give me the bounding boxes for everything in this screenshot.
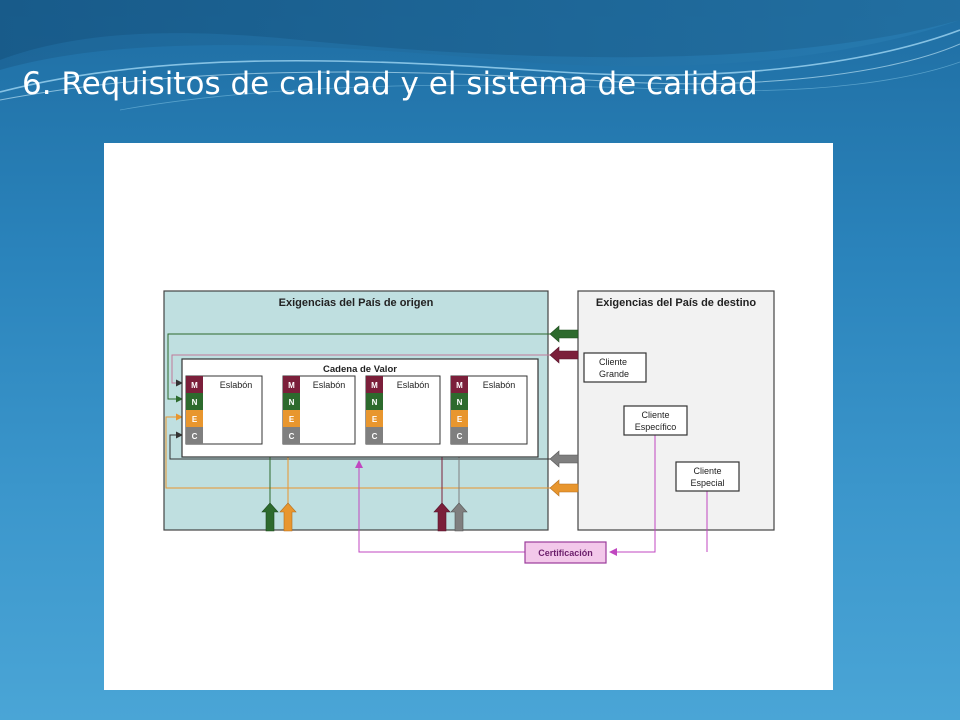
layer-c-letter: C — [372, 432, 378, 441]
client-box — [623, 405, 688, 436]
client-especial-box: Cliente Especial — [675, 461, 740, 492]
layer-e — [186, 410, 203, 427]
layer-m — [366, 376, 383, 393]
link-label: Eslabón — [313, 380, 346, 390]
value-chain-title: Cadena de Valor — [323, 364, 397, 375]
layer-n-letter: N — [192, 398, 198, 407]
client-line2: Grande — [599, 369, 629, 379]
layer-c-letter: C — [457, 432, 463, 441]
gray-requirement-line — [169, 431, 550, 460]
layer-m-letter: M — [456, 381, 463, 390]
layer-m — [186, 376, 203, 393]
layer-e — [451, 410, 468, 427]
diagram-canvas: Exigencias del País de origen Exigencias… — [104, 143, 833, 690]
layer-e-letter: E — [289, 415, 295, 424]
link-label: Eslabón — [397, 380, 430, 390]
orange-left-arrow — [549, 479, 579, 497]
certification-box — [524, 541, 607, 564]
maroon-requirement-line — [171, 354, 550, 387]
layer-m-letter: M — [191, 381, 198, 390]
value-chain-link: M N E C Eslabón — [450, 375, 528, 445]
green-up-arrow — [261, 502, 279, 532]
client-box — [583, 352, 647, 383]
value-chain-link: M N E C Eslabón — [365, 375, 441, 445]
layer-c — [451, 427, 468, 444]
maroon-left-arrow — [549, 346, 579, 364]
destination-requirement-arrows — [549, 325, 579, 497]
link-label: Eslabón — [220, 380, 253, 390]
layer-c — [186, 427, 203, 444]
layer-m — [451, 376, 468, 393]
layer-n — [186, 393, 203, 410]
layer-m-letter: M — [288, 381, 295, 390]
value-chain-link: M N E C Eslabón — [185, 375, 263, 445]
origin-requirement-arrows — [261, 502, 468, 532]
orange-up-arrow — [279, 502, 297, 532]
value-chain-links: M N E C Eslabón M N E C Eslabón — [185, 375, 528, 445]
value-chain-link: M N E C Eslabón — [282, 375, 356, 445]
slide-title: 6. Requisitos de calidad y el sistema de… — [22, 66, 758, 102]
link-label: Eslabón — [483, 380, 516, 390]
client-line1: Cliente — [641, 410, 669, 420]
client-box — [675, 461, 740, 492]
layer-e — [283, 410, 300, 427]
orange-requirement-line — [165, 413, 550, 489]
layer-e — [366, 410, 383, 427]
certification-line-left — [355, 460, 525, 553]
client-line2: Especial — [690, 478, 724, 488]
client-especifico-box: Cliente Específico — [623, 405, 688, 436]
gray-up-arrow — [450, 502, 468, 532]
client-line1: Cliente — [599, 357, 627, 367]
layer-m-letter: M — [371, 381, 378, 390]
wave-band-2 — [0, 0, 960, 70]
layer-e-letter: E — [372, 415, 378, 424]
layer-n-letter: N — [372, 398, 378, 407]
layer-n-letter: N — [457, 398, 463, 407]
destination-panel-title: Exigencias del País de destino — [596, 297, 756, 309]
wave-line-2 — [0, 43, 960, 101]
layer-m — [283, 376, 300, 393]
layer-n — [366, 393, 383, 410]
layer-c-letter: C — [289, 432, 295, 441]
client-grande-box: Cliente Grande — [583, 352, 647, 383]
gray-left-arrow — [549, 450, 579, 468]
layer-c-letter: C — [192, 432, 198, 441]
client-line2: Específico — [635, 422, 677, 432]
green-left-arrow — [549, 325, 579, 343]
certification-line-especifico — [609, 435, 656, 556]
green-requirement-line — [167, 333, 550, 403]
wave-line-3 — [119, 61, 960, 111]
layer-c — [283, 427, 300, 444]
header-waves — [0, 0, 960, 111]
layer-e-letter: E — [457, 415, 463, 424]
layer-n — [451, 393, 468, 410]
wave-line-1 — [0, 29, 960, 93]
certification-label: Certificación — [538, 548, 593, 558]
layer-e-letter: E — [192, 415, 198, 424]
layer-c — [366, 427, 383, 444]
client-line1: Cliente — [693, 466, 721, 476]
maroon-up-arrow — [433, 502, 451, 532]
layer-n-letter: N — [289, 398, 295, 407]
layer-n — [283, 393, 300, 410]
origin-panel-title: Exigencias del País de origen — [279, 297, 434, 309]
quality-requirements-diagram: Exigencias del País de origen Exigencias… — [163, 290, 775, 564]
